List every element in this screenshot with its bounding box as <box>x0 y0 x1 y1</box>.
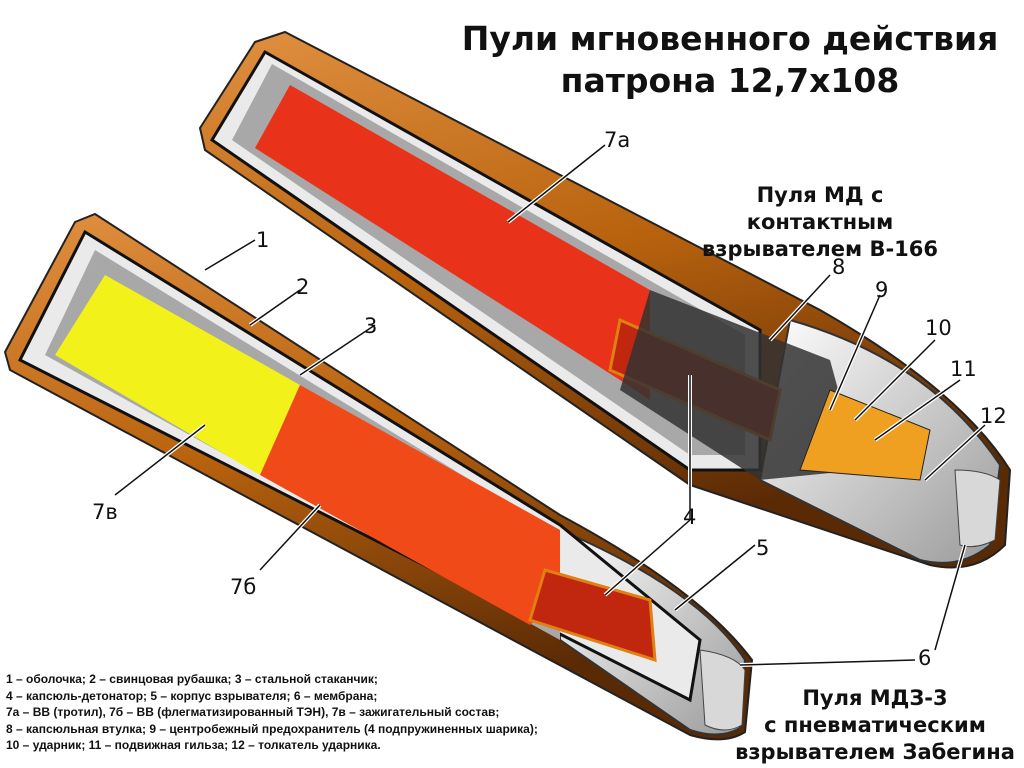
bullet-md-caption: Пуля МД с контактным взрывателем В-166 <box>680 182 960 263</box>
label-12: 12 <box>980 404 1007 428</box>
legend-line: 7а – ВВ (тротил), 7б – ВВ (флегматизиров… <box>6 705 500 719</box>
legend-line: 8 – капсюльная втулка; 9 – центробежный … <box>6 721 538 736</box>
explosive-7a <box>255 85 650 400</box>
label-10: 10 <box>925 316 952 340</box>
title-line: Пули мгновенного действия <box>461 19 999 58</box>
label-8: 8 <box>832 255 846 279</box>
legend-line: 4 – капсюль-детонатор; 5 – корпус взрыва… <box>6 688 378 703</box>
label-4: 4 <box>683 505 697 529</box>
incendiary-7v <box>55 275 300 475</box>
title-line: патрона 12,7x108 <box>560 61 900 100</box>
membrane <box>699 649 746 731</box>
caption-line: с пневматическим <box>764 713 986 737</box>
label-7b: 7б <box>230 575 257 599</box>
bullet-md <box>198 30 1012 569</box>
membrane <box>954 469 1001 548</box>
label-7v: 7в <box>92 500 118 524</box>
legend-line: 10 – ударник; 11 – подвижная гильза; 12 … <box>6 738 381 752</box>
legend: 1 – оболочка; 2 – свинцовая рубашка; 3 –… <box>6 671 538 754</box>
caption-line: взрывателем В-166 <box>701 237 939 261</box>
label-6: 6 <box>918 646 932 670</box>
caption-line: взрывателем Забегина <box>735 740 1015 764</box>
label-5: 5 <box>756 536 770 560</box>
fuze-parts <box>620 290 860 480</box>
label-7a: 7а <box>604 128 631 152</box>
label-11: 11 <box>950 357 977 381</box>
caption-line: Пуля МД с контактным <box>746 183 894 234</box>
legend-line: 1 – оболочка; 2 – свинцовая рубашка; 3 –… <box>6 672 378 686</box>
label-3: 3 <box>364 314 378 338</box>
label-1: 1 <box>256 228 270 252</box>
diagram-title: Пули мгновенного действия патрона 12,7x1… <box>430 18 1024 102</box>
bullet-mdz3 <box>3 212 754 741</box>
fuze-orange <box>799 389 931 481</box>
detonator <box>528 568 657 663</box>
explosive-7b <box>260 385 560 625</box>
bullet-mdz3-caption: Пуля МДЗ-3 с пневматическим взрывателем … <box>730 685 1020 766</box>
label-2: 2 <box>296 275 310 299</box>
label-9: 9 <box>875 278 889 302</box>
caption-line: Пуля МДЗ-3 <box>802 686 948 710</box>
